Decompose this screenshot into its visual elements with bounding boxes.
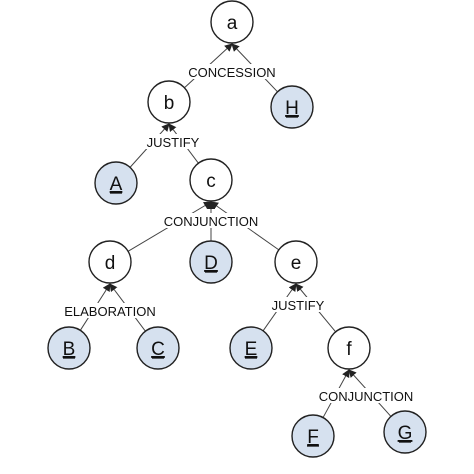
leaf-node-H — [270, 85, 314, 129]
node-label-D: D — [204, 253, 218, 274]
relation-label-background — [161, 213, 261, 228]
relation-label-conjunction: CONJUNCTION — [164, 214, 259, 229]
relation-label-justify: JUSTIFY — [147, 135, 200, 150]
node-c — [189, 158, 233, 202]
leaf-node-B — [47, 326, 91, 370]
leaf-node-E — [229, 326, 273, 370]
relation-label-justify: JUSTIFY — [272, 298, 325, 313]
relation-label-background — [141, 134, 205, 149]
node-a — [210, 0, 254, 44]
node-label-H: H — [285, 98, 299, 119]
leaf-node-A — [94, 161, 138, 205]
node-b — [147, 80, 191, 124]
node-d — [88, 240, 132, 284]
relation-label-background — [187, 64, 277, 79]
leaf-node-C — [136, 326, 180, 370]
node-label-E: E — [245, 339, 258, 360]
node-label-C: C — [151, 339, 165, 360]
leaf-node-F — [291, 414, 335, 458]
node-label-f: f — [346, 339, 352, 360]
node-e — [274, 240, 318, 284]
node-f — [327, 326, 371, 370]
relation-label-background — [60, 303, 160, 318]
node-label-G: G — [398, 423, 413, 444]
relation-label-background — [266, 297, 330, 312]
leaf-node-G — [383, 410, 427, 454]
node-label-c: c — [206, 171, 216, 192]
relation-label-conjunction: CONJUNCTION — [319, 389, 414, 404]
leaf-node-D — [189, 240, 233, 284]
relation-labels-layer: CONCESSION JUSTIFY CONJUNCTION ELABORATION J… — [60, 64, 416, 404]
node-label-F: F — [307, 427, 319, 448]
node-label-d: d — [105, 253, 116, 274]
node-label-a: a — [227, 13, 238, 34]
node-label-b: b — [164, 93, 175, 114]
node-label-e: e — [291, 253, 302, 274]
relation-label-background — [316, 388, 416, 403]
relation-label-concession: CONCESSION — [188, 65, 275, 80]
node-label-A: A — [110, 174, 123, 195]
relation-label-elaboration: ELABORATION — [64, 304, 156, 319]
node-label-B: B — [63, 339, 76, 360]
